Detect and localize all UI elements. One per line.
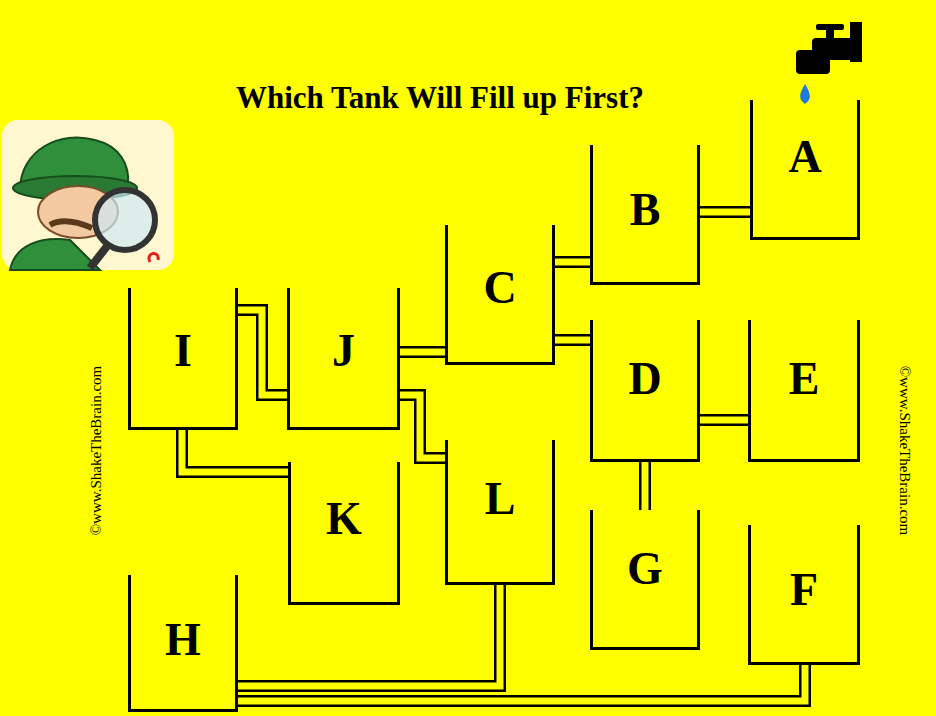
pipe-wall xyxy=(700,206,750,218)
watermark: ©www.ShakeTheBrain.com xyxy=(897,365,914,535)
pipe-bore xyxy=(700,417,748,424)
pipe xyxy=(400,352,445,353)
pipe-wall xyxy=(238,310,287,395)
tank-letter: G xyxy=(627,546,663,592)
tank-letter: C xyxy=(483,265,516,311)
pipe xyxy=(400,395,445,458)
tank: G xyxy=(590,510,700,650)
tank: B xyxy=(590,145,700,285)
pipe-bore xyxy=(400,349,445,356)
tank: H xyxy=(128,575,238,712)
pipe-wall xyxy=(238,585,500,686)
tank-letter: D xyxy=(628,356,661,402)
watermark: ©www.ShakeTheBrain.com xyxy=(89,365,106,535)
tank-letter: I xyxy=(174,328,192,374)
pipe xyxy=(238,585,500,686)
tank-letter: L xyxy=(485,476,516,522)
pipe-bore xyxy=(555,337,590,344)
pipe-wall xyxy=(555,256,590,268)
pipe-wall xyxy=(238,665,805,701)
pipe-wall xyxy=(400,395,445,458)
tank-letter: B xyxy=(630,187,661,233)
tank: A xyxy=(750,100,860,240)
pipe-bore xyxy=(182,430,288,472)
pipe-wall xyxy=(639,462,651,510)
pipe xyxy=(182,430,288,472)
pipe-bore xyxy=(238,665,805,701)
tank: E xyxy=(748,320,860,462)
pipe xyxy=(700,212,750,213)
pipe-bore xyxy=(642,462,649,510)
tank: L xyxy=(445,440,555,585)
pipe-wall xyxy=(555,334,590,346)
pipe xyxy=(645,462,646,510)
tank: C xyxy=(445,225,555,365)
tank-letter: F xyxy=(790,567,818,613)
pipe xyxy=(238,665,805,701)
tank-letter: E xyxy=(789,356,820,402)
pipe-wall xyxy=(400,346,445,358)
tank: F xyxy=(748,525,860,665)
tank-letter: H xyxy=(165,617,201,663)
pipe-bore xyxy=(555,259,590,266)
detective-picture xyxy=(2,120,174,270)
pipe-bore xyxy=(238,310,287,395)
faucet-icon xyxy=(796,22,862,104)
tank-letter: K xyxy=(326,496,362,542)
tank-letter: J xyxy=(332,328,355,374)
tank: J xyxy=(287,288,400,430)
pipe xyxy=(555,262,590,263)
tank: D xyxy=(590,320,700,462)
title: Which Tank Will Fill up First? xyxy=(140,80,740,116)
pipe-wall xyxy=(700,414,748,426)
pipe-bore xyxy=(238,585,500,686)
pipe xyxy=(555,340,590,341)
pipe-wall xyxy=(182,430,288,472)
pipe-bore xyxy=(700,209,750,216)
tank-letter: A xyxy=(788,134,821,180)
tank: I xyxy=(128,288,238,430)
pipe xyxy=(700,420,748,421)
tank: K xyxy=(288,462,400,605)
pipe-bore xyxy=(400,395,445,458)
pipe xyxy=(238,310,287,395)
